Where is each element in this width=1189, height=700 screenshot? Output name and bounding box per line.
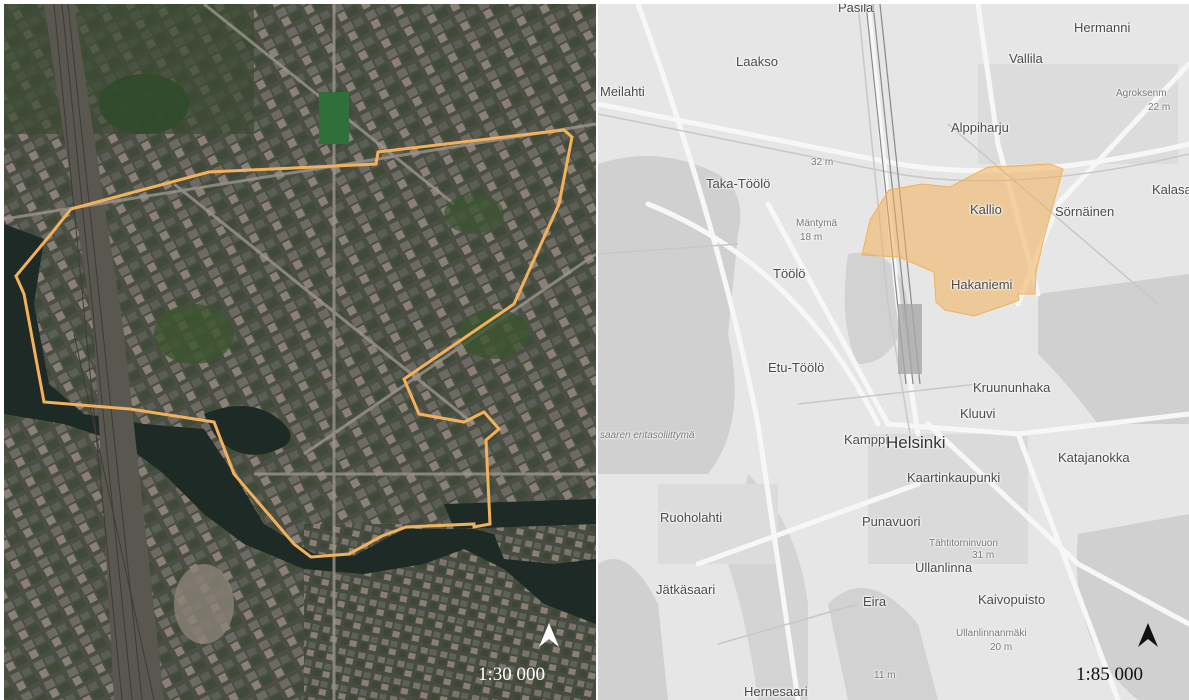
label-elevation-22: 22 m: [1148, 102, 1171, 113]
label-saaren-eritasoliittyma: saaren eritasoliittymä: [600, 430, 695, 441]
label-kaartinkaupunki: Kaartinkaupunki: [907, 470, 1001, 485]
label-katajanokka: Katajanokka: [1058, 450, 1130, 465]
label-hernesaari: Hernesaari: [744, 684, 808, 699]
label-taka-toolo: Taka-Töölö: [706, 176, 771, 191]
north-arrow-icon: [539, 623, 559, 647]
label-elevation-11: 11 m: [874, 670, 896, 681]
aerial-imagery: [4, 4, 596, 700]
label-ullanlinna: Ullanlinna: [915, 560, 973, 575]
basemap-graphics: [598, 4, 1189, 700]
label-elevation-18: 18 m: [800, 232, 823, 243]
label-etu-toolo: Etu-Töölö: [768, 360, 825, 375]
label-helsinki: Helsinki: [886, 433, 946, 452]
basemap-highlight-area: [861, 163, 1064, 317]
basemap-panel: Pasila Hermanni Laakso Vallila Meilahti …: [598, 4, 1189, 700]
label-mantymaki: Mäntymä: [796, 218, 838, 229]
label-agroksenmaki: Agroksenm: [1116, 88, 1167, 99]
label-jatkasaari: Jätkäsaari: [656, 582, 716, 597]
label-punavuori: Punavuori: [862, 514, 921, 529]
north-arrow-icon: [1138, 623, 1158, 647]
label-ullanlinnanmaki: Ullanlinnanmäki: [956, 628, 1027, 639]
label-meilahti: Meilahti: [600, 84, 645, 99]
label-sornainen: Sörnäinen: [1055, 204, 1115, 219]
label-vallila: Vallila: [1009, 51, 1043, 66]
label-hermanni: Hermanni: [1074, 20, 1131, 35]
label-kalasatama: Kalasa: [1152, 182, 1189, 197]
aerial-scale-label: 1:30 000: [478, 664, 546, 685]
label-pasila: Pasila: [838, 4, 874, 15]
aerial-map-panel: [4, 4, 596, 700]
label-toolo: Töölö: [773, 266, 806, 281]
label-eira: Eira: [863, 594, 887, 609]
label-kaivopuisto: Kaivopuisto: [978, 592, 1046, 607]
basemap-scale-label: 1:85 000: [1076, 664, 1144, 685]
label-kallio: Kallio: [970, 202, 1002, 217]
label-elevation-32: 32 m: [811, 157, 834, 168]
aerial-study-area-boundary: [14, 128, 574, 559]
label-alppiharju: Alppiharju: [951, 120, 1009, 135]
label-tahtitorninvuori: Tähtitorninvuori: [929, 538, 998, 549]
label-laakso: Laakso: [736, 54, 778, 69]
label-hakaniemi: Hakaniemi: [951, 277, 1013, 292]
label-kluuvi: Kluuvi: [960, 406, 996, 421]
label-elevation-20: 20 m: [990, 642, 1013, 653]
label-elevation-31: 31 m: [972, 550, 995, 561]
label-kruununhaka: Kruununhaka: [973, 380, 1051, 395]
label-kamppi: Kamppi: [844, 432, 889, 447]
label-ruoholahti: Ruoholahti: [660, 510, 723, 525]
